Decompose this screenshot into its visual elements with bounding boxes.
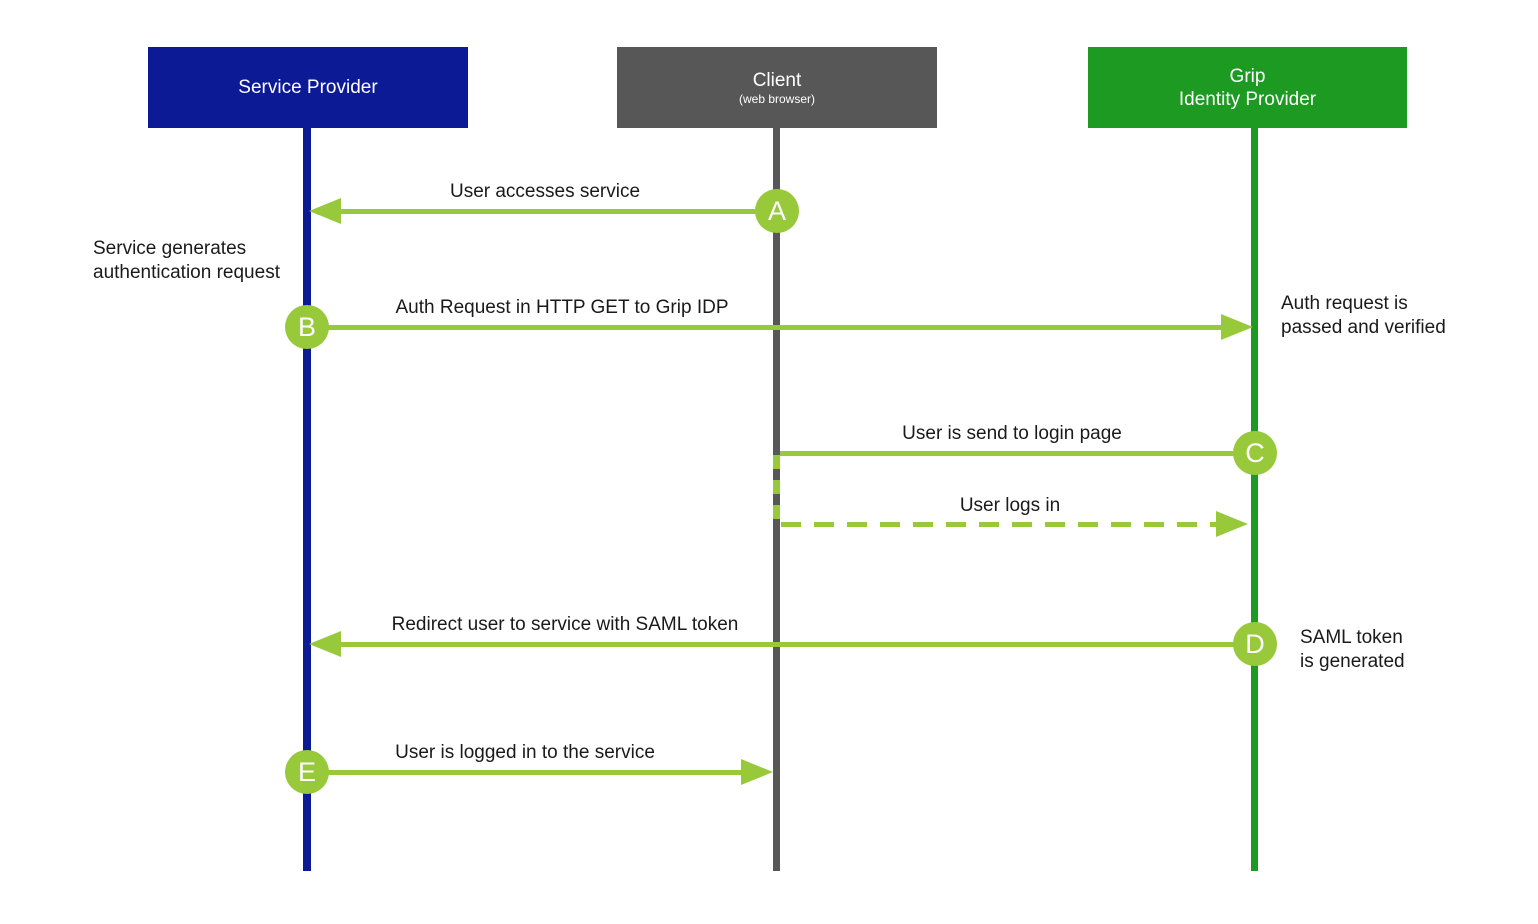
message-e-label: User is logged in to the service: [395, 742, 655, 763]
note-service-generates: Service generates authentication request: [93, 237, 280, 284]
step-badge-b: B: [285, 305, 329, 349]
step-badge-c: C: [1233, 431, 1277, 475]
actor-box-service-provider: Service Provider: [148, 47, 468, 128]
message-login-arrowhead-icon: [1216, 511, 1248, 537]
message-b-line: [307, 325, 1222, 330]
note-saml-token: SAML token is generated: [1300, 626, 1405, 673]
note-saml-token-line1: SAML token: [1300, 627, 1403, 648]
message-login-label: User logs in: [959, 495, 1061, 516]
message-login-line: [781, 522, 1217, 527]
message-b-arrowhead-icon: [1221, 314, 1253, 340]
message-a-label: User accesses service: [449, 181, 641, 202]
message-a-arrowhead-icon: [309, 198, 341, 224]
lifeline-service-provider: [303, 128, 311, 871]
message-d-line: [341, 642, 1255, 647]
note-saml-token-line2: is generated: [1300, 650, 1405, 672]
client-label: Client: [752, 69, 802, 91]
message-d-label: Redirect user to service with SAML token: [391, 614, 739, 635]
identity-provider-label-line2: Identity Provider: [1178, 88, 1317, 110]
message-c-label: User is send to login page: [902, 423, 1122, 444]
note-service-generates-line2: authentication request: [93, 261, 280, 283]
step-badge-a: A: [755, 189, 799, 233]
note-service-generates-line1: Service generates: [93, 238, 247, 259]
message-e-arrowhead-icon: [741, 759, 773, 785]
note-auth-verified: Auth request is passed and verified: [1281, 292, 1446, 339]
lifeline-identity-provider: [1251, 128, 1258, 871]
message-a-line: [341, 209, 777, 214]
identity-provider-label-line1: Grip: [1229, 65, 1266, 87]
message-b-label: Auth Request in HTTP GET to Grip IDP: [395, 297, 729, 318]
message-d-arrowhead-icon: [309, 631, 341, 657]
message-e-line: [307, 770, 741, 775]
step-badge-d: D: [1233, 622, 1277, 666]
service-provider-label: Service Provider: [238, 77, 378, 98]
note-auth-verified-line1: Auth request is: [1281, 293, 1408, 314]
message-c-line: [780, 451, 1255, 456]
step-badge-e: E: [285, 750, 329, 794]
actor-box-identity-provider: Grip Identity Provider: [1088, 47, 1407, 128]
client-activation-dashes: [773, 455, 780, 527]
client-sublabel: (web browser): [738, 91, 816, 106]
note-auth-verified-line2: passed and verified: [1281, 316, 1446, 338]
actor-box-client: Client (web browser): [617, 47, 937, 128]
